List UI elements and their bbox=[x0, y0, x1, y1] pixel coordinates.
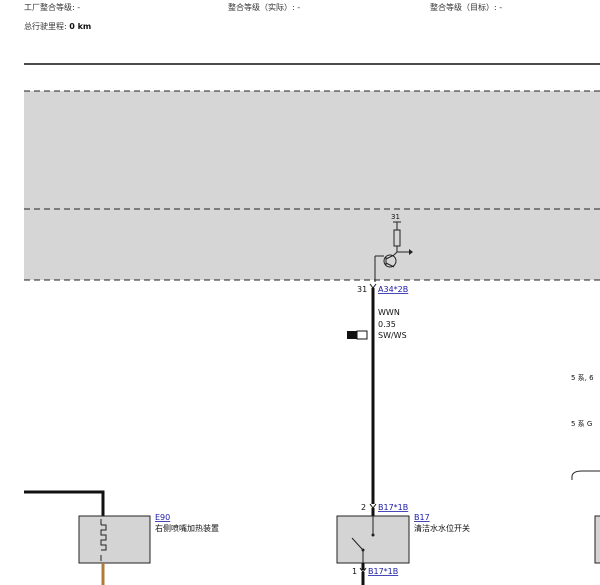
connector-b17-lower-link[interactable]: B17*1B bbox=[368, 567, 398, 576]
connector-top-pin: 31 bbox=[357, 285, 367, 294]
connector-top-icon bbox=[369, 283, 377, 289]
actual-level-label: 整合等级（实际）: bbox=[228, 3, 295, 12]
side-note-2: 5 系 G bbox=[571, 419, 592, 428]
component-e90-name: 右侧喷嘴加热装置 bbox=[155, 523, 219, 533]
wire-color-name: SW/WS bbox=[378, 331, 407, 340]
mileage-value: 0 km bbox=[69, 22, 92, 31]
factory-level: 工厂整合等级: - bbox=[24, 2, 80, 13]
connector-b17-upper-icon bbox=[369, 503, 377, 509]
wire-color-swatch-white bbox=[356, 330, 368, 340]
component-e90[interactable] bbox=[78, 515, 151, 564]
connector-b17-lower-pin: 1 bbox=[352, 567, 357, 576]
transistor-icon bbox=[383, 254, 397, 268]
connector-b17-upper-pin: 2 bbox=[361, 503, 366, 512]
mileage: 总行驶里程: 0 km bbox=[24, 21, 91, 32]
switch-icon bbox=[351, 537, 363, 550]
wire-cross-section: 0.35 bbox=[378, 320, 396, 329]
component-e90-link[interactable]: E90 bbox=[155, 513, 170, 522]
heater-coil-icon bbox=[100, 519, 107, 561]
target-level-value: - bbox=[499, 3, 503, 12]
target-level-label: 整合等级（目标）: bbox=[430, 3, 497, 12]
connector-top-link[interactable]: A34*2B bbox=[378, 285, 408, 294]
component-e90-box bbox=[78, 515, 151, 564]
actual-level: 整合等级（实际）: - bbox=[228, 2, 300, 13]
side-note-1: 5 系, 6 bbox=[571, 373, 594, 382]
actual-level-value: - bbox=[297, 3, 301, 12]
wire-left bbox=[24, 490, 105, 516]
component-b17-link[interactable]: B17 bbox=[414, 513, 430, 522]
wire-color-swatch-black bbox=[347, 331, 357, 339]
component-b17[interactable] bbox=[336, 515, 410, 564]
ground-transistor-symbol: 31 bbox=[374, 213, 413, 282]
connector-b17-upper-link[interactable]: B17*1B bbox=[378, 503, 408, 512]
side-component-edge bbox=[594, 515, 600, 564]
target-level: 整合等级（目标）: - bbox=[430, 2, 502, 13]
gray-band-upper bbox=[24, 91, 600, 209]
gray-band-lower bbox=[24, 209, 600, 280]
component-b17-name: 清洁水水位开关 bbox=[414, 523, 470, 533]
ground-label: 31 bbox=[391, 213, 400, 221]
factory-level-label: 工厂整合等级: bbox=[24, 3, 75, 12]
mileage-label: 总行驶里程: bbox=[24, 22, 67, 31]
factory-level-value: - bbox=[77, 3, 81, 12]
side-frame-corner bbox=[571, 470, 600, 480]
wire-color-code: WWN bbox=[378, 308, 400, 317]
